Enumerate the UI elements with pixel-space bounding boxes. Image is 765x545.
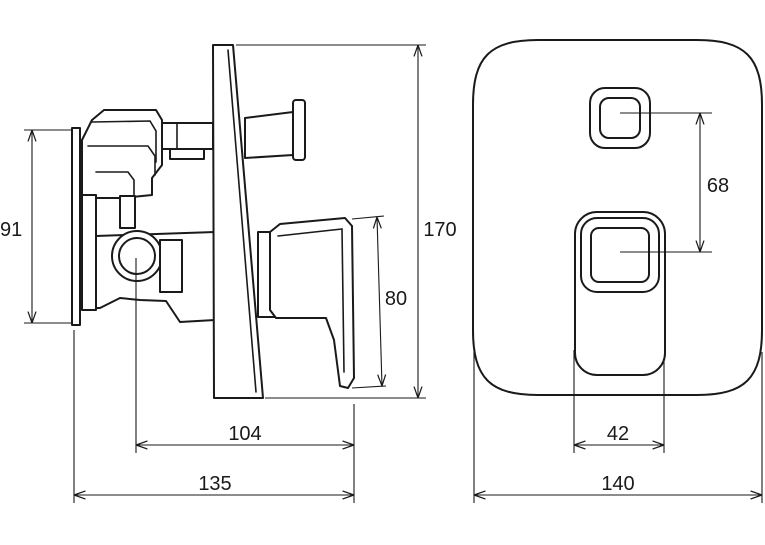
dimension-label-135: 135 (198, 473, 231, 495)
valve-body-edge-lower (95, 171, 135, 197)
dimension-label-80: 80 (385, 288, 407, 310)
valve-upper-body (81, 109, 163, 199)
dimension-label-170: 170 (423, 219, 456, 241)
dimension-label-104: 104 (228, 423, 261, 445)
lever-handle (269, 217, 355, 389)
dimension-label-91: 91 (0, 219, 22, 241)
outlet-bore (118, 237, 156, 275)
lever-window-inner (590, 227, 650, 283)
diverter-flange (292, 99, 306, 161)
side-view: 170 91 80 104 135 (0, 44, 457, 503)
side-pipe (81, 194, 97, 311)
outlet-connector (119, 195, 136, 229)
cover-plate-side (212, 44, 264, 399)
dimension-label-140: 140 (601, 473, 634, 495)
dim-line-80 (377, 217, 382, 386)
dimension-label-42: 42 (607, 423, 629, 445)
valve-cap-edge (91, 120, 157, 163)
lever-handle-edge (277, 228, 345, 373)
upper-stem-nut (169, 148, 205, 160)
outlet-boss (159, 239, 183, 293)
dimension-label-68: 68 (707, 175, 729, 197)
diverter-button-inner (599, 97, 641, 139)
upper-stem (161, 122, 214, 150)
valve-body-edge (87, 145, 156, 176)
cover-plate-edge (227, 49, 257, 393)
front-view: 68 42 140 (472, 39, 763, 503)
ext-line-80-top (351, 215, 385, 220)
ext-line-80-bottom (351, 385, 387, 389)
diverter-knob (244, 111, 294, 159)
mounting-plate (71, 127, 81, 326)
